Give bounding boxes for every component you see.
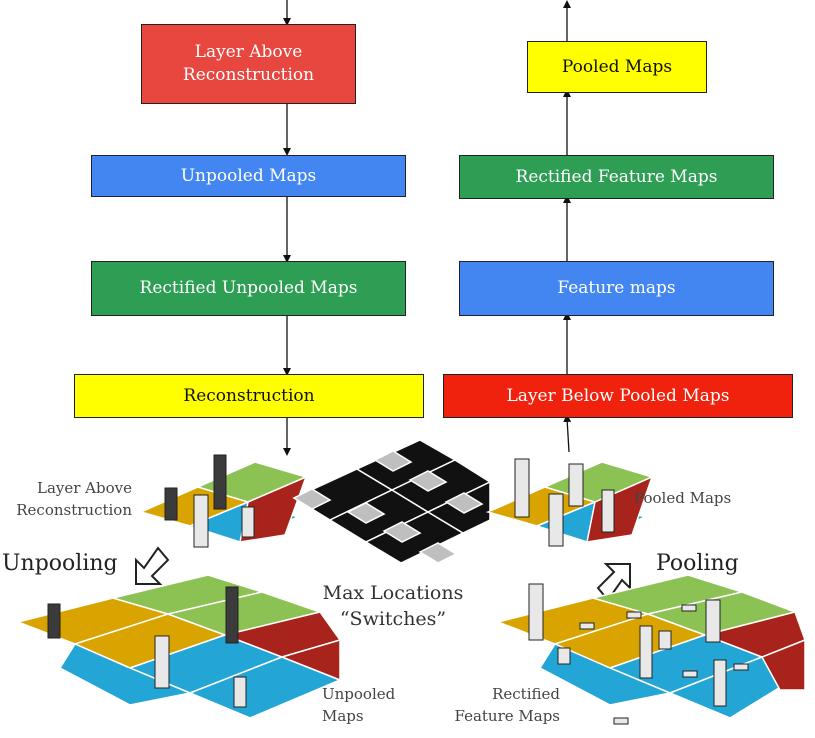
unpooling-label: Unpooling [2,551,118,576]
illustration-layer-above-label: Layer Above Reconstruction [16,479,132,519]
conv-arrows [563,0,572,453]
rectified-feature-grid [495,574,806,725]
feature-maps-label: Feature maps [557,278,676,298]
pooling-arrow [596,563,631,602]
arrow-illustration-to-layer-below [563,414,572,453]
illustration-rectified-feature-maps-label: Rectified Feature Maps [454,685,560,725]
layer-below-pooled-maps-box: Layer Below Pooled Maps [443,374,793,418]
unpooled-maps-label: Unpooled Maps [180,165,317,186]
illustration-pooled-maps-label: Pooled Maps [634,489,732,507]
rectified-feature-maps-box: Rectified Feature Maps [459,155,774,199]
unpooled-grid [15,574,342,719]
unpooled-maps-box: Unpooled Maps [91,155,406,197]
rectified-feature-maps-label: Rectified Feature Maps [515,166,718,187]
pooled-maps-box: Pooled Maps [527,41,707,93]
unpooling-arrow [135,546,170,585]
layer-below-pooled-maps-label: Layer Below Pooled Maps [506,385,730,406]
layer-above-reconstruction-label: Layer Above Reconstruction [182,42,315,85]
reconstruction-box: Reconstruction [74,374,424,418]
rectified-unpooled-maps-label: Rectified Unpooled Maps [139,278,358,298]
illustration-unpooled-maps-label: Unpooled Maps [322,685,396,725]
pooled-maps-label: Pooled Maps [561,56,673,77]
layer-above-reconstruction-box: Layer Above Reconstruction [141,24,356,104]
rectified-unpooled-maps-box: Rectified Unpooled Maps [91,261,406,316]
pooling-label: Pooling [656,551,739,576]
layer-above-grid [138,454,309,548]
pooled-grid [485,458,655,547]
reconstruction-label: Reconstruction [183,385,315,406]
switches-label: Max Locations “Switches” [322,582,464,630]
feature-maps-box: Feature maps [459,261,774,316]
switches-grid [292,439,492,564]
